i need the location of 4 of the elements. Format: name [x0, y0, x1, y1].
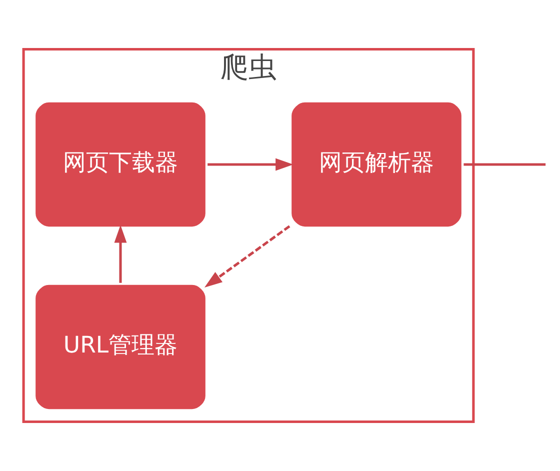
arrow [114, 224, 127, 283]
arrow [208, 158, 294, 171]
arrow [204, 225, 290, 288]
connector [464, 163, 546, 166]
